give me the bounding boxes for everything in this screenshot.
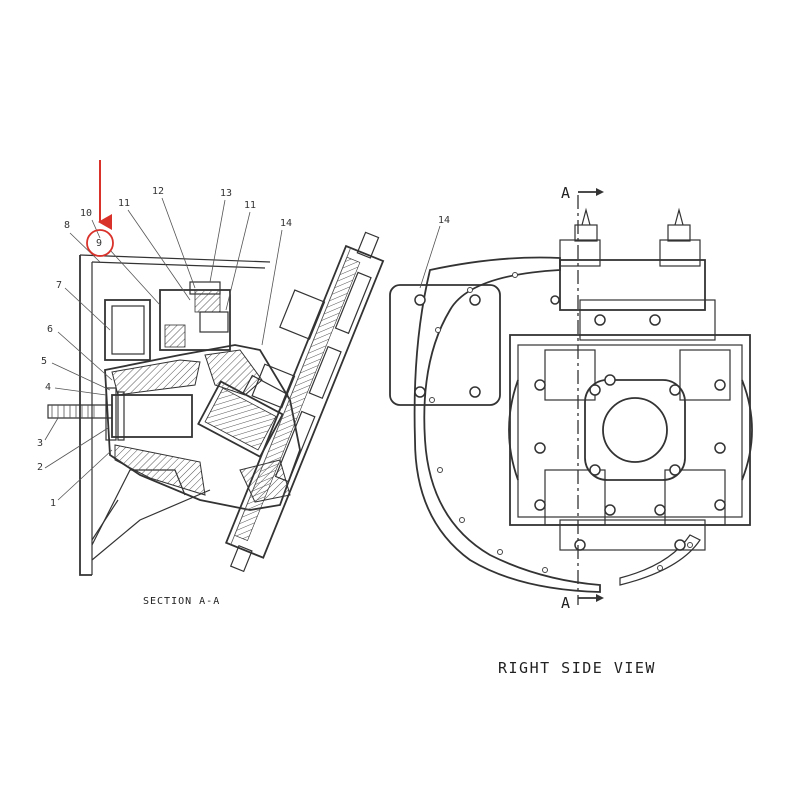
callout-5: 5 xyxy=(41,356,47,367)
right-side-view-caption: RIGHT SIDE VIEW xyxy=(498,659,656,677)
highlight-circle xyxy=(86,229,114,257)
callout-10: 10 xyxy=(80,208,92,219)
callout-8: 8 xyxy=(64,220,70,231)
section-a-a-caption: SECTION A-A xyxy=(143,596,220,607)
callout-2: 2 xyxy=(37,462,43,473)
section-a-a-drawing: 1 2 3 4 5 6 7 8 10 9 11 12 13 11 14 SECT… xyxy=(37,160,385,607)
callout-3: 3 xyxy=(37,438,43,449)
callout-14-left: 14 xyxy=(280,218,292,229)
callout-9: 9 xyxy=(96,238,102,249)
section-mark-bottom: A xyxy=(561,594,570,612)
callout-11-left: 11 xyxy=(118,198,130,209)
callout-7: 7 xyxy=(56,280,62,291)
callout-12: 12 xyxy=(152,186,164,197)
section-mark-top: A xyxy=(561,184,570,202)
callout-1: 1 xyxy=(50,498,56,509)
callout-4: 4 xyxy=(45,382,51,393)
right-side-view-drawing: 14 xyxy=(389,184,753,677)
callout-11-right: 11 xyxy=(244,200,256,211)
callout-14-right: 14 xyxy=(438,215,450,226)
callout-13: 13 xyxy=(220,188,232,199)
callout-6: 6 xyxy=(47,324,53,335)
